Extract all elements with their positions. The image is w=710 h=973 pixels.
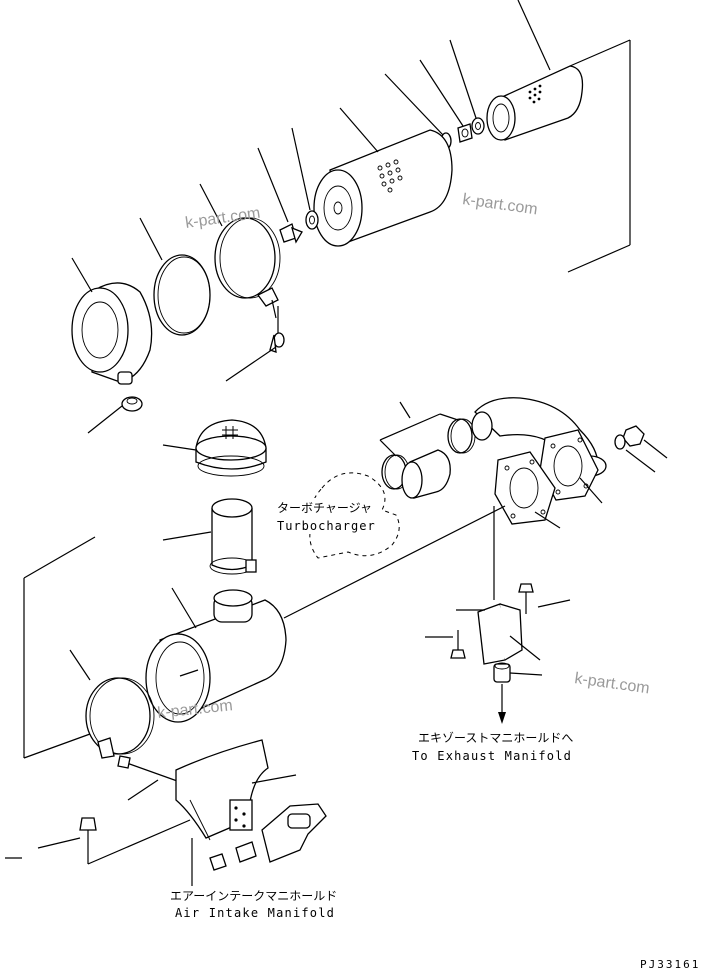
clamp-band-lower: [85, 677, 155, 759]
clamp-band-upper: [214, 217, 281, 319]
svg-text:エアーインテークマニホールド: エアーインテークマニホールド: [170, 889, 337, 903]
drawing-number: PJ33161: [640, 958, 700, 971]
svg-text:Air Intake Manifold: Air Intake Manifold: [175, 906, 335, 920]
svg-text:Turbocharger: Turbocharger: [277, 519, 376, 533]
mounting-saddle: [175, 739, 269, 841]
watermark: k-part.com: [461, 191, 538, 218]
svg-text:エキゾーストマニホールドへ: エキゾーストマニホールドへ: [418, 731, 573, 745]
flange-plate: [494, 451, 556, 525]
inner-element: [486, 65, 584, 141]
long-bolt: [117, 755, 181, 783]
bolt-c: [79, 817, 97, 852]
svg-text:To Exhaust Manifold: To Exhaust Manifold: [412, 749, 572, 763]
air-cleaner-body: [145, 589, 287, 723]
hose-clamp-b: [447, 418, 476, 454]
wing-bolt: [279, 210, 319, 244]
bolt-a: [518, 583, 534, 614]
exhaust-bracket: [477, 603, 523, 665]
nut: [614, 425, 645, 450]
leader-line: [517, 0, 551, 71]
svg-text:ターボチャージャ: ターボチャージャ: [277, 501, 372, 515]
turbocharger-label: ターボチャージャ Turbocharger: [272, 498, 382, 534]
hose-connector: [401, 449, 451, 499]
intake-manifold-outline: [261, 803, 327, 863]
washer: [471, 117, 485, 135]
intake-pipe: [209, 498, 257, 575]
intake-label: エアーインテークマニホールド Air Intake Manifold: [170, 889, 337, 920]
bolt-b: [450, 630, 466, 659]
precleaner-cap: [195, 419, 267, 477]
stud-bolts: [191, 838, 257, 880]
evacuator-valve: [121, 396, 143, 412]
o-ring: [153, 254, 211, 336]
outer-element: [313, 129, 453, 247]
cleaner-cover: [71, 282, 153, 385]
spacer: [493, 662, 511, 683]
eye-bolt: [269, 306, 285, 353]
watermark: k-part.com: [573, 670, 650, 697]
exhaust-label: エキゾーストマニホールドへ To Exhaust Manifold: [412, 731, 573, 763]
wing-nut: [457, 123, 473, 143]
